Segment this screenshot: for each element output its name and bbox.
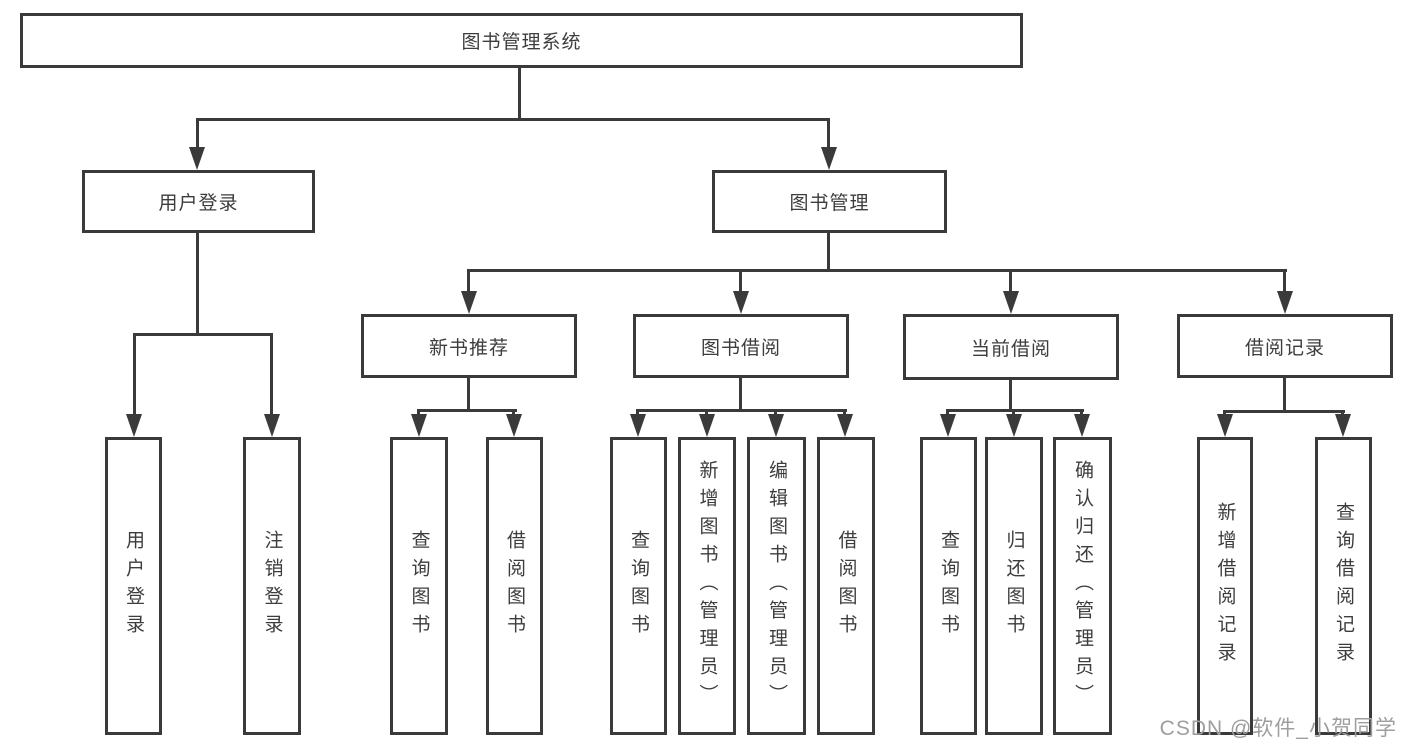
connector-vline: [1341, 410, 1344, 417]
connector-vline: [512, 409, 515, 417]
leaf-borrow-book-2: 借阅图书: [817, 437, 875, 735]
arrowhead-icon: [1335, 414, 1351, 437]
connector-vline: [1012, 409, 1015, 417]
connector-vline: [1223, 410, 1226, 417]
connector-vline: [1009, 269, 1012, 294]
connector-hline: [467, 269, 1287, 272]
node-book-borrow: 图书借阅: [633, 314, 849, 378]
connector-vline: [417, 409, 420, 417]
connector-vline: [1283, 378, 1286, 412]
leaf-confirm-return-admin: 确认归还（管理员）: [1053, 437, 1112, 735]
connector-hline: [417, 409, 517, 412]
leaf-query-book-1-label: 查询图书: [408, 530, 430, 642]
node-new-book-recommend: 新书推荐: [361, 314, 577, 378]
connector-hline: [196, 118, 830, 121]
leaf-borrow-book-2-label: 借阅图书: [835, 530, 857, 642]
leaf-add-borrow-record-label: 新增借阅记录: [1214, 502, 1236, 670]
leaf-confirm-return-admin-label: 确认归还（管理员）: [1072, 460, 1093, 712]
arrowhead-icon: [733, 291, 749, 314]
leaf-add-borrow-record: 新增借阅记录: [1197, 437, 1253, 735]
connector-hline: [1223, 410, 1345, 413]
leaf-edit-book-admin: 编辑图书（管理员）: [747, 437, 806, 735]
connector-vline: [196, 233, 199, 335]
leaf-query-borrow-record-label: 查询借阅记录: [1333, 502, 1354, 670]
connector-vline: [467, 378, 470, 412]
arrowhead-icon: [940, 414, 956, 437]
leaf-user-login: 用户登录: [105, 437, 162, 735]
arrowhead-icon: [461, 291, 477, 314]
connector-vline: [705, 409, 708, 417]
node-current-borrow-label: 当前借阅: [970, 338, 1051, 360]
arrowhead-icon: [1006, 414, 1022, 437]
leaf-query-book-2-label: 查询图书: [628, 530, 649, 642]
arrowhead-icon: [1074, 414, 1090, 437]
node-user-login-label: 用户登录: [158, 193, 239, 214]
node-new-book-recommend-label: 新书推荐: [428, 337, 509, 359]
leaf-add-book-admin-label: 新增图书（管理员）: [696, 460, 718, 712]
arrowhead-icon: [1003, 291, 1019, 314]
leaf-logout-login: 注销登录: [243, 437, 301, 735]
leaf-query-book-2: 查询图书: [610, 437, 667, 735]
connector-vline: [1080, 409, 1083, 417]
node-root-label: 图书管理系统: [461, 32, 582, 53]
node-current-borrow: 当前借阅: [903, 314, 1119, 380]
arrowhead-icon: [699, 414, 715, 437]
connector-vline: [1283, 269, 1286, 294]
arrowhead-icon: [837, 414, 853, 437]
leaf-query-book-1: 查询图书: [390, 437, 448, 735]
arrowhead-icon: [411, 414, 427, 437]
connector-vline: [636, 409, 639, 417]
leaf-return-book: 归还图书: [985, 437, 1043, 735]
leaf-query-book-3: 查询图书: [920, 437, 977, 735]
arrowhead-icon: [189, 147, 205, 170]
connector-vline: [843, 409, 846, 417]
connector-vline: [518, 66, 521, 120]
leaf-query-borrow-record: 查询借阅记录: [1315, 437, 1372, 735]
connector-hline: [636, 409, 847, 412]
leaf-user-login-label: 用户登录: [123, 530, 144, 642]
leaf-return-book-label: 归还图书: [1003, 530, 1025, 642]
leaf-logout-login-label: 注销登录: [261, 530, 283, 642]
arrowhead-icon: [1277, 291, 1293, 314]
connector-vline: [133, 333, 136, 414]
connector-hline: [133, 333, 273, 336]
leaf-query-book-3-label: 查询图书: [938, 530, 959, 642]
connector-vline: [774, 409, 777, 417]
node-borrow-records: 借阅记录: [1177, 314, 1393, 378]
arrowhead-icon: [506, 414, 522, 437]
connector-vline: [739, 378, 742, 412]
leaf-borrow-book-1: 借阅图书: [486, 437, 543, 735]
connector-vline: [827, 118, 830, 150]
connector-vline: [946, 409, 949, 417]
connector-vline: [270, 333, 273, 414]
node-user-login: 用户登录: [82, 170, 315, 233]
node-root: 图书管理系统: [20, 13, 1023, 68]
connector-vline: [467, 269, 470, 294]
arrowhead-icon: [821, 147, 837, 170]
arrowhead-icon: [630, 414, 646, 437]
node-book-management: 图书管理: [712, 170, 947, 233]
node-book-management-label: 图书管理: [789, 193, 870, 214]
csdn-watermark: CSDN @软件_小贺同学: [1159, 717, 1397, 740]
connector-vline: [827, 233, 830, 272]
arrowhead-icon: [768, 414, 784, 437]
leaf-edit-book-admin-label: 编辑图书（管理员）: [766, 460, 787, 712]
leaf-borrow-book-1-label: 借阅图书: [504, 530, 525, 642]
arrowhead-icon: [126, 414, 142, 437]
arrowhead-icon: [1217, 414, 1233, 437]
connector-hline: [946, 409, 1084, 412]
connector-vline: [739, 269, 742, 294]
leaf-add-book-admin: 新增图书（管理员）: [678, 437, 736, 735]
node-book-borrow-label: 图书借阅: [700, 337, 781, 359]
arrowhead-icon: [264, 414, 280, 437]
connector-vline: [196, 118, 199, 150]
connector-vline: [1009, 380, 1012, 412]
node-borrow-records-label: 借阅记录: [1244, 337, 1325, 359]
